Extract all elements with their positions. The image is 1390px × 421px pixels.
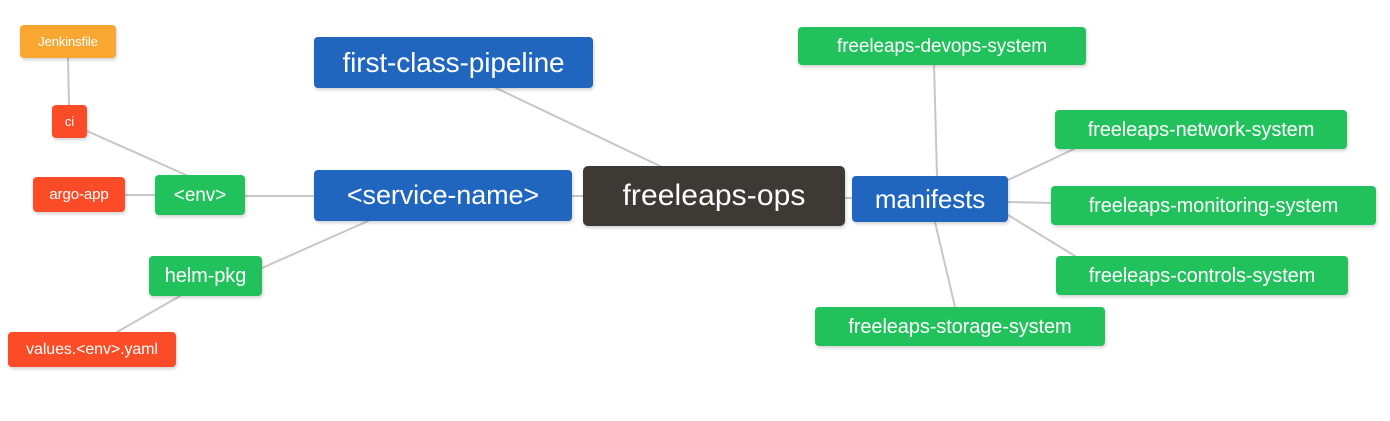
node-env[interactable]: <env> bbox=[155, 175, 245, 215]
node-freeleaps-monitoring-system[interactable]: freeleaps-monitoring-system bbox=[1051, 186, 1376, 225]
edge-values-env-yaml-to-helm-pkg bbox=[116, 295, 181, 333]
node-freeleaps-network-system[interactable]: freeleaps-network-system bbox=[1055, 110, 1347, 149]
edge-manifests-to-freeleaps-network-system bbox=[1007, 148, 1075, 181]
edge-manifests-to-freeleaps-devops-system bbox=[933, 64, 938, 177]
node-helm-pkg[interactable]: helm-pkg bbox=[149, 256, 262, 296]
node-freeleaps-controls-system[interactable]: freeleaps-controls-system bbox=[1056, 256, 1348, 295]
node-manifests[interactable]: manifests bbox=[852, 176, 1008, 222]
node-ci[interactable]: ci bbox=[52, 105, 87, 138]
edge-ci-to-env bbox=[86, 130, 187, 176]
node-freeleaps-storage-system[interactable]: freeleaps-storage-system bbox=[815, 307, 1105, 346]
edge-helm-pkg-to-service-name bbox=[261, 220, 369, 269]
node-argo-app[interactable]: argo-app bbox=[33, 177, 125, 212]
node-service-name[interactable]: <service-name> bbox=[314, 170, 572, 221]
edge-first-class-pipeline-to-freeleaps-ops bbox=[495, 87, 661, 167]
node-values-env-yaml[interactable]: values.<env>.yaml bbox=[8, 332, 176, 367]
node-freeleaps-devops-system[interactable]: freeleaps-devops-system bbox=[798, 27, 1086, 65]
node-first-class-pipeline[interactable]: first-class-pipeline bbox=[314, 37, 593, 88]
node-freeleaps-ops[interactable]: freeleaps-ops bbox=[583, 166, 845, 226]
node-jenkinsfile[interactable]: Jenkinsfile bbox=[20, 25, 116, 58]
edge-manifests-to-freeleaps-monitoring-system bbox=[1007, 201, 1052, 204]
edge-manifests-to-freeleaps-storage-system bbox=[934, 221, 956, 308]
edge-jenkinsfile-to-ci bbox=[67, 57, 70, 106]
